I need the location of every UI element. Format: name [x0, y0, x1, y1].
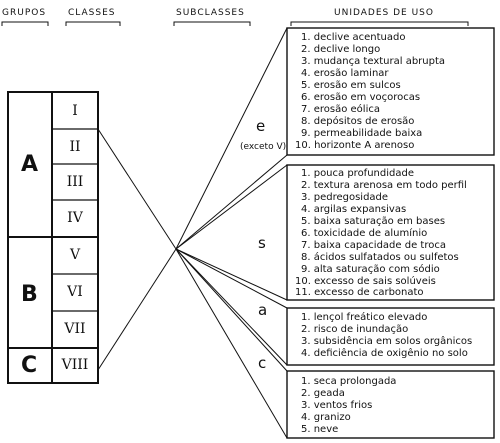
class-label: III — [66, 174, 84, 190]
subclass-label-s: s — [258, 234, 266, 252]
subclasses-header: SUBCLASSES — [176, 8, 245, 18]
subclass-label-c: c — [258, 354, 267, 372]
unit-item: 9. alta saturação com sódio — [301, 264, 440, 275]
units-box-e — [286, 27, 495, 156]
unit-item: 4. erosão laminar — [301, 68, 389, 79]
unit-item: 10. excesso de sais solúveis — [295, 276, 436, 287]
connector-line-e-top — [175, 27, 288, 250]
connector-line-bottom-class — [97, 248, 177, 371]
groups-classes-table — [7, 91, 99, 384]
classes-header: CLASSES — [68, 8, 116, 18]
class-label: IV — [67, 210, 83, 226]
units-box-s — [286, 164, 495, 301]
subclass-label-a: a — [258, 301, 268, 319]
unit-item: 2. risco de inundação — [301, 324, 409, 335]
unit-item: 4. argilas expansivas — [301, 204, 407, 215]
header-brackets — [1, 21, 469, 26]
unit-item: 7. baixa capacidade de troca — [301, 240, 446, 251]
unit-item: 4. granizo — [301, 412, 351, 423]
class-label: VIII — [61, 357, 89, 373]
subclass-label-e: e — [256, 117, 266, 135]
connector-line-c-top — [175, 248, 288, 372]
unit-item: 2. geada — [301, 388, 345, 399]
classes-header-bracket — [65, 21, 121, 26]
class-label: V — [69, 247, 81, 263]
unit-item: 8. ácidos sulfatados ou sulfetos — [301, 252, 459, 263]
class-label: I — [72, 103, 78, 119]
class-label: II — [69, 139, 81, 155]
unit-item: 3. ventos frios — [301, 400, 373, 411]
unit-item: 1. pouca profundidade — [301, 168, 414, 179]
unit-item: 6. erosão em voçorocas — [301, 92, 421, 103]
groups-header: GRUPOS — [2, 8, 47, 18]
unit-item: 1. declive acentuado — [301, 32, 406, 43]
unit-item: 3. subsidência em solos orgânicos — [301, 336, 473, 347]
connector-line-c-bottom — [175, 248, 288, 439]
unit-item: 8. depósitos de erosão — [301, 116, 415, 127]
connector-fan — [97, 27, 288, 439]
group-label-a: A — [21, 152, 39, 177]
unit-item: 5. erosão em sulcos — [301, 80, 401, 91]
unit-item: 4. deficiência de oxigênio no solo — [301, 348, 468, 359]
connector-line-top-class — [97, 128, 177, 250]
unit-item: 7. erosão eólica — [301, 104, 380, 115]
connector-line-s-top — [175, 164, 288, 250]
groups-header-bracket — [1, 21, 49, 26]
unit-item: 2. declive longo — [301, 44, 381, 55]
subclass-note-e: (exceto V) — [240, 142, 287, 152]
unit-item: 10. horizonte A arenoso — [295, 140, 415, 151]
units-header: UNIDADES DE USO — [334, 8, 434, 18]
connector-line-a-top — [175, 248, 288, 309]
unit-item: 5. neve — [301, 424, 339, 435]
class-row-dividers — [52, 128, 98, 312]
unit-item: 5. baixa saturação em bases — [301, 216, 446, 227]
unit-item: 11. excesso de carbonato — [295, 287, 424, 298]
units-box-a — [286, 307, 495, 366]
group-label-c: C — [21, 353, 38, 378]
connector-line-e-bottom — [175, 154, 288, 250]
unit-boxes — [286, 27, 495, 439]
units-box-c — [286, 370, 495, 439]
group-label-b: B — [21, 282, 38, 307]
units-header-bracket — [290, 21, 469, 26]
unit-item: 3. mudança textural abrupta — [301, 56, 446, 67]
unit-item: 9. permeabilidade baixa — [301, 128, 423, 139]
class-label: VII — [64, 321, 86, 337]
subclasses-header-bracket — [173, 21, 251, 26]
unit-item: 2. textura arenosa em todo perfil — [301, 180, 467, 191]
unit-item: 6. toxicidade de alumínio — [301, 228, 428, 239]
unit-item: 3. pedregosidade — [301, 192, 389, 203]
connector-line-s-bottom — [175, 248, 288, 301]
unit-item: 1. lençol freático elevado — [301, 312, 428, 323]
unit-item: 1. seca prolongada — [301, 376, 397, 387]
connector-line-a-bottom — [175, 248, 288, 366]
class-label: VI — [67, 284, 83, 300]
